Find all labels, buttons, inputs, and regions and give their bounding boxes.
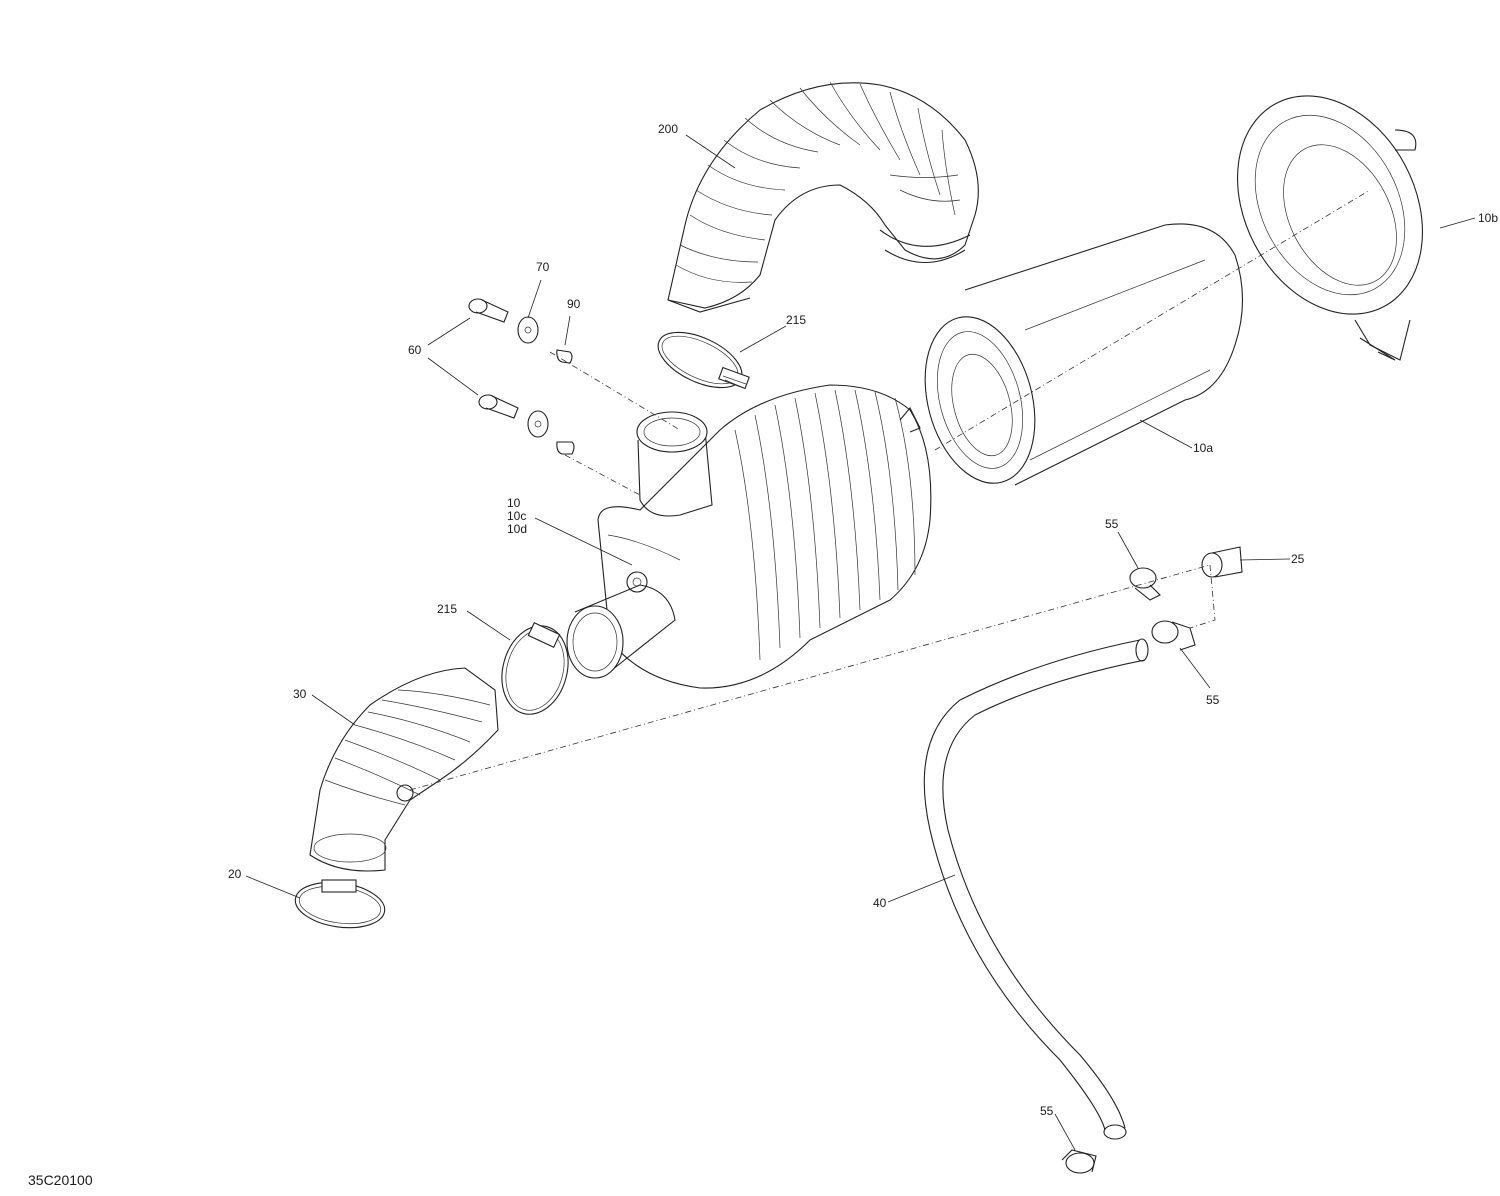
leader-lines — [245, 134, 1476, 1151]
callout-215-lower: 215 — [437, 602, 458, 616]
callout-10-10c-10d: 10 10c 10d — [507, 496, 528, 536]
fastener-set-upper — [468, 298, 573, 364]
diagram-code: 35C20100 — [28, 1172, 93, 1188]
callout-215-upper: 215 — [786, 313, 807, 327]
callout-55-upper: 55 — [1105, 517, 1119, 531]
hose-clamp-55-lower — [1061, 1149, 1097, 1174]
callout-90: 90 — [567, 297, 581, 311]
air-filter-10a — [924, 223, 1244, 486]
hose-clamp-20 — [294, 879, 386, 929]
drain-hose-40 — [923, 638, 1149, 1140]
hose-clamp-55-middle — [1151, 620, 1196, 651]
fastener-set-lower — [478, 394, 575, 455]
callout-25: 25 — [1291, 552, 1305, 566]
callout-60: 60 — [408, 343, 422, 357]
air-box-cover-10b — [1236, 95, 1424, 361]
air-box-housing-10 — [566, 384, 932, 689]
callout-20: 20 — [228, 867, 242, 881]
callout-10a: 10a — [1193, 441, 1214, 455]
hose-clamp-215-lower — [501, 622, 569, 715]
intake-duct-200 — [667, 81, 979, 313]
callout-55-middle: 55 — [1206, 693, 1220, 707]
callout-200: 200 — [658, 122, 679, 136]
callout-10b: 10b — [1478, 211, 1499, 225]
drain-fitting-25 — [1201, 546, 1243, 578]
hose-clamp-55-upper — [1129, 567, 1161, 601]
callout-55-lower: 55 — [1040, 1104, 1054, 1118]
callout-30: 30 — [293, 687, 307, 701]
lower-intake-duct-30 — [309, 667, 499, 872]
callout-70: 70 — [536, 260, 550, 274]
assembly-lines — [409, 189, 1371, 791]
hose-clamp-215-upper — [657, 331, 750, 390]
callout-40: 40 — [873, 896, 887, 910]
